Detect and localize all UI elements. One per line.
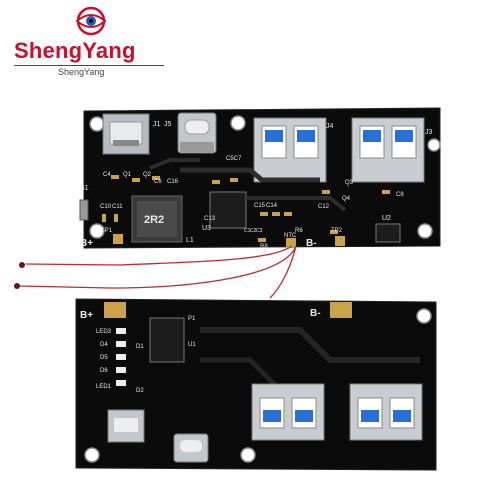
led-indicators bbox=[116, 328, 126, 386]
label-inductor: 2R2 bbox=[144, 214, 164, 226]
label-b-minus: B- bbox=[306, 238, 317, 249]
label-led1: LED1 bbox=[96, 384, 112, 390]
label-d6: D6 bbox=[100, 368, 108, 374]
label-l1: L1 bbox=[186, 237, 194, 244]
usb-a-port-bottom bbox=[349, 383, 423, 441]
label-tp1: TP1 bbox=[101, 228, 113, 234]
brand-name: ShengYang bbox=[14, 38, 136, 63]
label-led3: LED3 bbox=[96, 329, 112, 335]
label-s1: S1 bbox=[80, 185, 89, 192]
pcb-top: J1 J5 J4 J3 S1 2R2 L1 U2 U3 Q1 Q2 Q3 Q4 … bbox=[79, 107, 441, 250]
label-b-plus-bottom: B+ bbox=[80, 310, 93, 321]
usb-a-port bbox=[351, 117, 425, 183]
label-p1: P1 bbox=[188, 316, 196, 322]
pcb-bottom: B+ B- LED1 D4 D5 D6 LED3 D1 D2 U1 P1 bbox=[75, 298, 437, 471]
label-q1: Q1 bbox=[123, 172, 132, 178]
label-ntc: NTC bbox=[284, 233, 297, 239]
label-c14: C14 bbox=[266, 203, 278, 209]
label-j3: J3 bbox=[425, 129, 433, 136]
label-u2: U2 bbox=[382, 215, 391, 222]
brand-divider bbox=[14, 65, 164, 66]
brand-subtitle: ShengYang bbox=[58, 67, 105, 77]
label-d5: D5 bbox=[100, 355, 108, 361]
usb-a-port-bottom bbox=[251, 383, 325, 441]
label-j1: J1 bbox=[153, 121, 161, 128]
label-c1: C1 bbox=[244, 228, 251, 234]
mounting-hole bbox=[240, 447, 256, 463]
battery-pad bbox=[104, 302, 126, 318]
mounting-hole bbox=[230, 115, 246, 131]
label-d1: D1 bbox=[136, 344, 144, 350]
label-c2: C2 bbox=[250, 228, 257, 234]
label-c4: C4 bbox=[103, 172, 111, 178]
label-q4: Q4 bbox=[342, 196, 351, 202]
label-c12: C12 bbox=[318, 204, 330, 210]
label-u3: U3 bbox=[202, 225, 211, 232]
usb-c-port-bottom bbox=[173, 433, 209, 463]
ntc-pad bbox=[286, 238, 296, 248]
test-pad bbox=[113, 234, 123, 244]
label-c5c7: C5C7 bbox=[226, 156, 242, 162]
micro-usb-port-bottom bbox=[107, 409, 145, 443]
brand-header: ShengYang ShengYang bbox=[0, 0, 480, 90]
battery-pad bbox=[330, 302, 352, 318]
usb-a-port bbox=[253, 117, 327, 183]
label-c13: C13 bbox=[204, 216, 216, 222]
label-tp2: TP2 bbox=[331, 228, 343, 234]
label-j4: J4 bbox=[326, 123, 334, 130]
mounting-hole bbox=[416, 308, 432, 324]
label-c16: C16 bbox=[167, 179, 179, 185]
inductor bbox=[131, 195, 183, 243]
label-b-plus: B+ bbox=[80, 238, 93, 249]
power-switch bbox=[79, 199, 89, 221]
chip-u1 bbox=[149, 317, 185, 363]
label-d4: D4 bbox=[100, 342, 108, 348]
label-c8: C8 bbox=[396, 192, 404, 198]
label-c11: C11 bbox=[112, 204, 123, 210]
label-c10: C10 bbox=[100, 204, 112, 210]
mounting-hole bbox=[89, 223, 105, 239]
label-d2: D2 bbox=[136, 388, 144, 394]
label-c3: C3 bbox=[256, 228, 263, 234]
micro-usb-port bbox=[102, 113, 150, 155]
mounting-hole bbox=[84, 447, 100, 463]
mounting-hole bbox=[427, 138, 441, 152]
label-u1: U1 bbox=[188, 342, 196, 348]
label-c6: C6 bbox=[154, 179, 162, 185]
label-b-minus-bottom: B- bbox=[310, 308, 321, 319]
label-j5: J5 bbox=[164, 121, 172, 128]
label-r6: R6 bbox=[295, 228, 303, 234]
label-c15: C15 bbox=[254, 203, 266, 209]
ntc-thermistor-wire bbox=[14, 245, 297, 299]
controller-chip bbox=[209, 191, 247, 229]
mounting-hole bbox=[89, 116, 105, 132]
label-q3: Q3 bbox=[345, 180, 354, 186]
test-pad bbox=[335, 236, 345, 246]
mounting-hole bbox=[417, 223, 433, 239]
usb-c-port bbox=[177, 112, 217, 154]
label-q2: Q2 bbox=[143, 172, 152, 178]
chip-u2 bbox=[375, 223, 401, 243]
label-r8: R8 bbox=[260, 244, 268, 250]
eye-logo-icon bbox=[75, 6, 107, 36]
